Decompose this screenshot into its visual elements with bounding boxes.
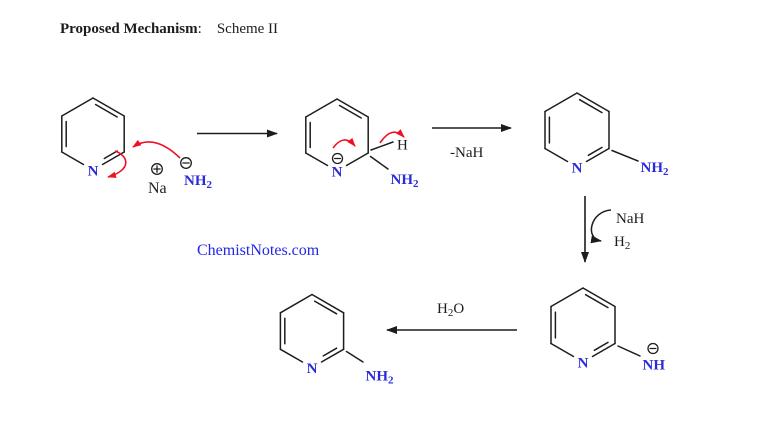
minus-nah-label: -NaH <box>450 145 483 161</box>
curved-arrow-lone-pair <box>332 137 356 149</box>
minus-charge-icon <box>180 157 192 169</box>
watermark: ChemistNotes.com <box>197 242 320 259</box>
nitrogen-label: N <box>332 165 343 181</box>
minus-charge-icon <box>331 152 344 165</box>
minus-charge-icon <box>647 342 659 355</box>
aminopyridine-product-structure: N <box>279 293 364 377</box>
aminopyridide-anion-structure: N <box>550 287 641 372</box>
nitrogen-label: N <box>572 161 583 177</box>
h2-label: H2 <box>614 234 630 252</box>
nah-label: NaH <box>616 211 644 227</box>
h2o-label: H2O <box>437 301 464 319</box>
aminopyridine-structure: N <box>544 92 639 177</box>
curved-arrow-hydride-loss <box>379 129 405 144</box>
sigma-complex-structure: N <box>305 98 394 181</box>
plus-charge-icon <box>151 163 163 175</box>
pyridine-structure: N <box>61 97 125 180</box>
amino-group-label: NH2 <box>366 369 395 387</box>
hydrogen-label: H <box>397 138 408 154</box>
nh-anion-label: NH <box>643 358 666 374</box>
amide-ion-label: NH2 <box>184 173 213 191</box>
nitrogen-label: N <box>307 361 318 377</box>
nitrogen-label: N <box>88 164 99 180</box>
page-title: Proposed Mechanism:Scheme II <box>60 21 278 37</box>
sodium-label: Na <box>148 180 167 197</box>
amino-group-label: NH2 <box>391 172 420 190</box>
nitrogen-label: N <box>578 356 589 372</box>
scheme-label: Scheme II <box>217 21 278 37</box>
nah-h2-curved-arrow <box>590 209 612 244</box>
curved-arrow-pi-to-nitrogen <box>107 150 127 178</box>
amino-group-label: NH2 <box>641 160 670 178</box>
curved-arrow-amide-attack <box>132 139 181 159</box>
